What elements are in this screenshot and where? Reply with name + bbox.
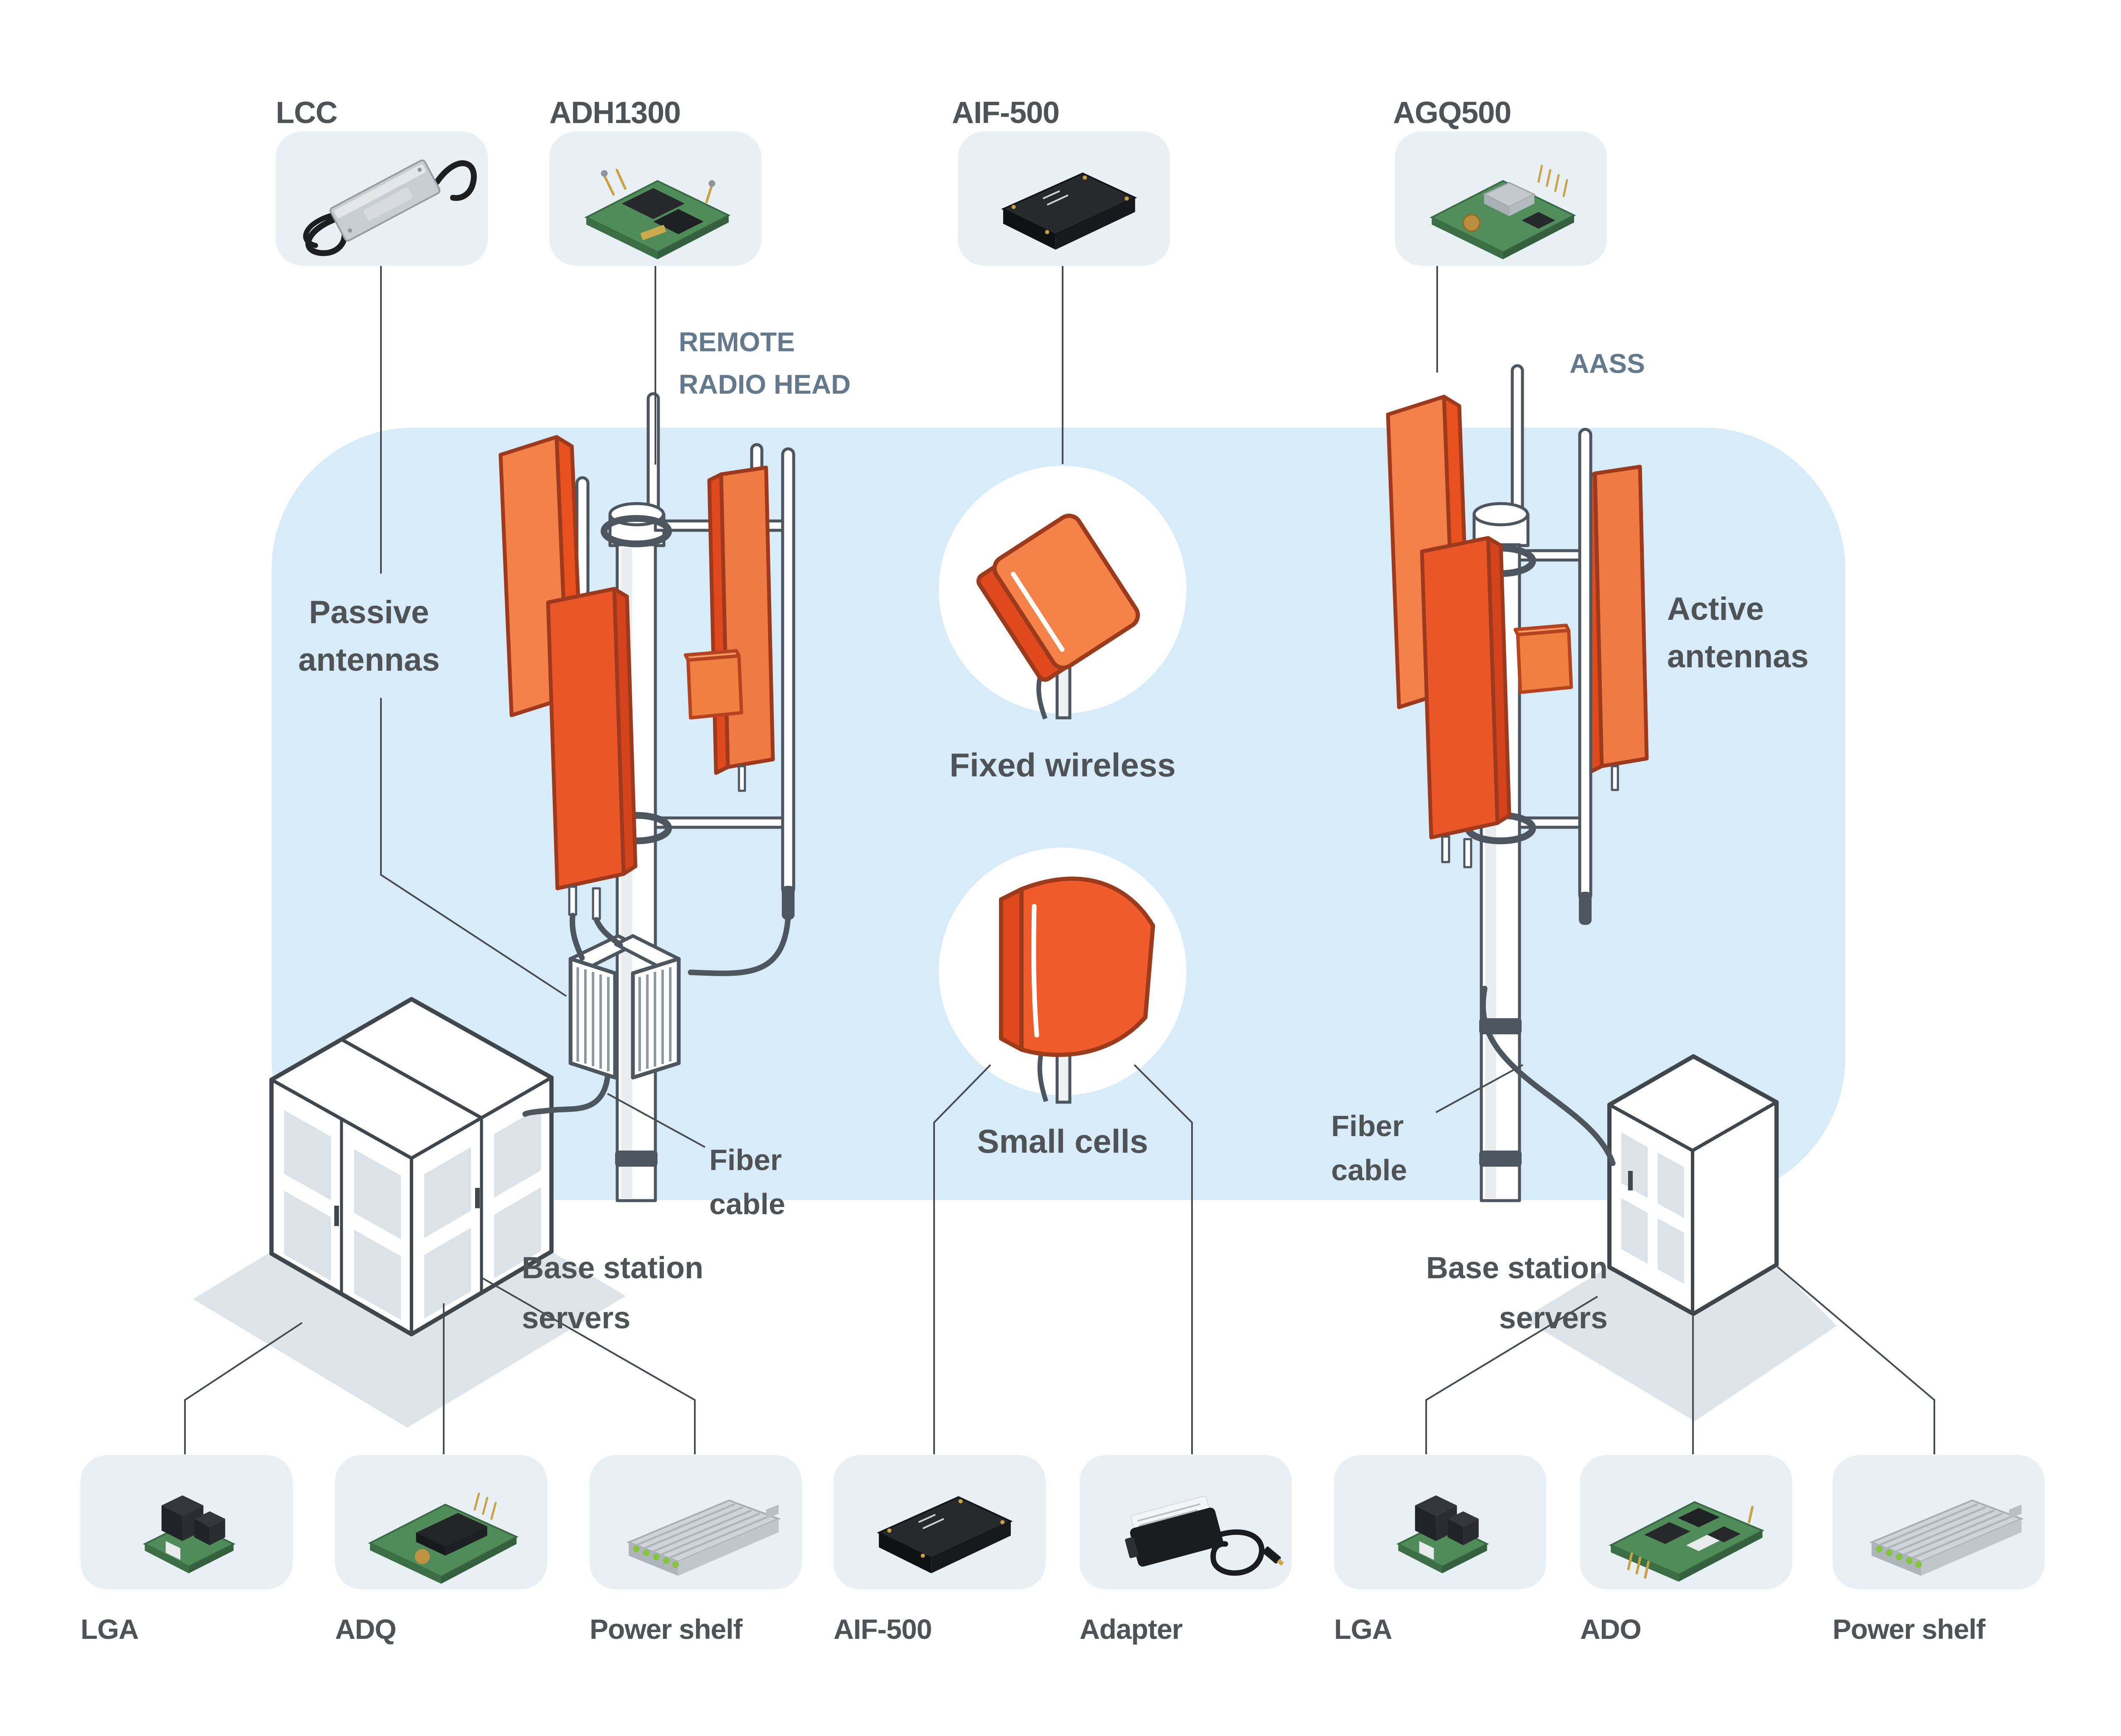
- fiber-cable-right-run: [1480, 986, 1616, 1166]
- aass-label: AASS: [1570, 348, 1645, 379]
- fixed-wireless-label: Fixed wireless: [949, 746, 1176, 784]
- leader-cabinet-right-powershelf: [1777, 1266, 1935, 1454]
- remote-radio-head-units: [568, 934, 681, 1080]
- small-cells-label: Small cells: [977, 1123, 1148, 1160]
- active-panel-front: [1420, 536, 1511, 840]
- fixed-wireless-illustration: [939, 466, 1186, 720]
- passive-panel-front: [546, 587, 638, 890]
- product-card-aif500-bottom: [834, 1455, 1046, 1589]
- passive-antenna-tower: [498, 392, 795, 1202]
- product-card-lga-left: [81, 1455, 293, 1589]
- cabinet-shadow: [193, 1252, 626, 1428]
- pole-mounted-unit: [684, 649, 743, 720]
- product-label-lga-right: LGA: [1334, 1613, 1392, 1645]
- product-label-lcc: LCC: [276, 96, 338, 130]
- base-station-servers-label-right: Base station servers: [1426, 1251, 1608, 1335]
- active-panel-right: [1581, 465, 1649, 774]
- power-adapter-icon: [1080, 1455, 1292, 1589]
- product-card-adapter: [1080, 1455, 1292, 1589]
- leader-lines: [184, 266, 1935, 1454]
- product-label-adh1300: ADH1300: [549, 96, 681, 130]
- product-card-agq500: [1395, 132, 1607, 266]
- passive-antennas-label: Passive antennas: [298, 594, 440, 678]
- product-label-adq: ADQ: [335, 1613, 397, 1645]
- lcc-converter-icon: [276, 132, 488, 266]
- power-shelf-icon: [1833, 1455, 2045, 1589]
- leader-fiber-left: [607, 1093, 705, 1148]
- black-brick-module-icon: [834, 1455, 1046, 1589]
- product-card-ado: [1580, 1455, 1792, 1589]
- product-label-adapter: Adapter: [1080, 1613, 1183, 1645]
- leader-fiber-right: [1435, 1064, 1523, 1113]
- leader-cabinet-right-lga: [1425, 1296, 1598, 1454]
- remote-radio-head-label: REMOTE RADIO HEAD: [679, 327, 851, 400]
- leader-smallcells-adapter: [1133, 1064, 1193, 1454]
- product-label-agq500: AGQ500: [1393, 96, 1511, 130]
- base-station-servers-label-left: Base station servers: [522, 1251, 704, 1335]
- product-card-adq: [335, 1455, 547, 1589]
- product-label-aif500-bottom: AIF-500: [834, 1613, 932, 1645]
- product-label-aif500-top: AIF-500: [952, 96, 1060, 130]
- leader-passive-to-rrh: [380, 698, 567, 997]
- fiber-cable-left-run: [522, 1075, 610, 1117]
- pole-mounted-unit: [1514, 624, 1573, 694]
- small-cells-illustration: [939, 848, 1186, 1104]
- leader-cabinet-left-lga: [184, 1322, 303, 1454]
- product-card-powershelf-right: [1833, 1455, 2045, 1589]
- green-pcb-module-icon: [1395, 132, 1607, 266]
- active-antennas-label: Active antennas: [1667, 591, 1809, 675]
- server-cabinet-right: [1523, 1054, 1837, 1421]
- product-card-lga-right: [1334, 1455, 1546, 1589]
- product-card-adh1300: [549, 132, 761, 266]
- product-card-powershelf-left: [590, 1455, 802, 1589]
- green-pcb-module-icon: [81, 1455, 293, 1589]
- product-card-aif500-top: [958, 132, 1170, 266]
- product-card-lcc: [276, 132, 488, 266]
- passive-panel-right: [707, 465, 775, 775]
- leader-cabinet-left-powershelf: [481, 1277, 696, 1454]
- product-label-powershelf-right: Power shelf: [1833, 1613, 1985, 1645]
- power-shelf-icon: [590, 1455, 802, 1589]
- green-pcb-module-icon: [1580, 1455, 1792, 1589]
- server-cabinet-left: [193, 997, 626, 1428]
- product-label-lga-left: LGA: [81, 1613, 139, 1645]
- product-label-ado: ADO: [1580, 1613, 1642, 1645]
- leader-smallcells-aif500: [933, 1064, 991, 1454]
- fiber-cable-label-left: Fiber cable: [709, 1143, 785, 1221]
- active-antenna-tower: [1386, 364, 1649, 1202]
- product-label-powershelf-left: Power shelf: [590, 1613, 742, 1645]
- fiber-cable-label-right: Fiber cable: [1331, 1109, 1407, 1187]
- fiber-cables: [522, 913, 1616, 1166]
- green-pcb-module-icon: [1334, 1455, 1546, 1589]
- green-pcb-module-icon: [335, 1455, 547, 1589]
- green-pcb-module-icon: [549, 132, 761, 266]
- black-brick-module-icon: [958, 132, 1170, 266]
- cabinet-shadow: [1523, 1265, 1837, 1421]
